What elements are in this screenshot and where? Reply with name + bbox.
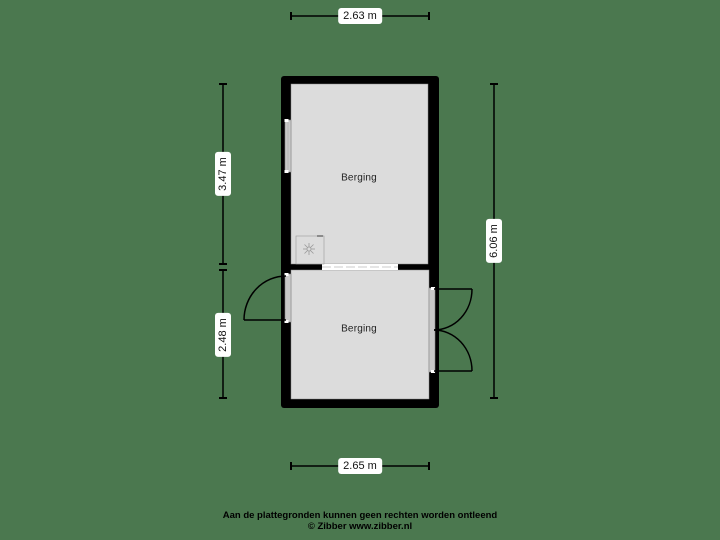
disclaimer-footer: Aan de plattegronden kunnen geen rechten… [0, 510, 720, 532]
fan-icon [295, 235, 325, 265]
window-left-upper [284, 119, 292, 173]
interior-opening [322, 264, 398, 270]
upper-room-floor [290, 83, 429, 265]
room-label-upper: Berging [341, 172, 377, 184]
dimension-label-left-lower: 2.48 m [215, 313, 231, 357]
double-door-right [428, 287, 473, 373]
copyright-text: © Zibber www.zibber.nl [307, 521, 413, 532]
lower-room-floor [290, 269, 430, 400]
dimension-label-left-upper: 3.47 m [215, 152, 231, 196]
dimension-label-top: 2.63 m [338, 8, 382, 24]
dimension-label-right: 6.06 m [486, 219, 502, 263]
disclaimer-text: Aan de plattegronden kunnen geen rechten… [222, 510, 498, 521]
dimension-label-bottom: 2.65 m [338, 458, 382, 474]
room-label-lower: Berging [341, 323, 377, 335]
door-left [243, 273, 292, 323]
